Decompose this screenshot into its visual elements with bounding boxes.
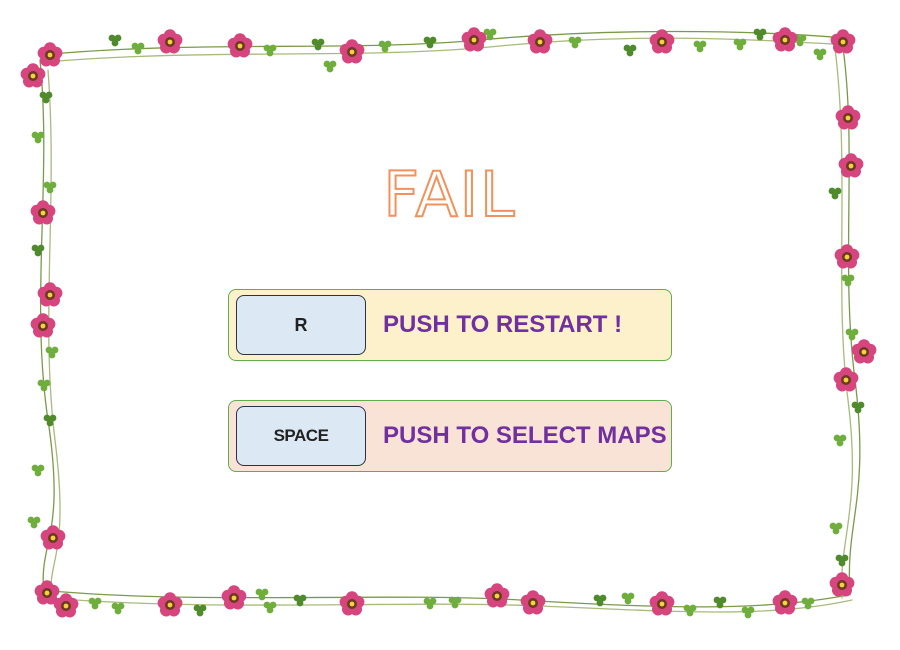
flower-icon xyxy=(772,590,798,615)
flower-icon xyxy=(227,33,253,58)
flower-icon xyxy=(37,282,63,307)
select-maps-label: PUSH TO SELECT MAPS xyxy=(383,422,667,449)
leaf-icon xyxy=(713,596,727,609)
leaf-icon xyxy=(311,38,325,51)
space-key-button[interactable]: SPACE xyxy=(236,406,366,466)
leaf-icon xyxy=(423,597,437,610)
leaf-icon xyxy=(131,42,145,55)
flower-icon xyxy=(649,29,675,54)
flower-icon xyxy=(30,313,56,338)
leaf-icon xyxy=(378,40,392,53)
leaf-icon xyxy=(845,328,859,341)
flower-icon xyxy=(157,592,183,617)
leaf-icon xyxy=(43,181,57,194)
leaf-icon xyxy=(828,187,842,200)
flower-icon xyxy=(37,42,63,67)
leaf-icon xyxy=(39,91,53,104)
leaf-icon xyxy=(753,28,767,41)
flower-icon xyxy=(520,590,546,615)
flower-icon xyxy=(40,525,66,550)
flower-icon xyxy=(834,244,860,269)
leaf-icon xyxy=(683,604,697,617)
leaf-icon xyxy=(851,401,865,414)
flower-icon xyxy=(20,63,46,88)
flower-icon xyxy=(157,29,183,54)
flower-icon xyxy=(221,585,247,610)
flower-icon xyxy=(649,591,675,616)
leaf-icon xyxy=(801,597,815,610)
leaf-icon xyxy=(593,594,607,607)
flower-icon xyxy=(838,153,864,178)
leaf-icon xyxy=(741,606,755,619)
leaf-icon xyxy=(31,244,45,257)
leaf-icon xyxy=(448,596,462,609)
leaf-icon xyxy=(813,48,827,61)
leaf-icon xyxy=(108,34,122,47)
leaf-icon xyxy=(835,554,849,567)
flower-icon xyxy=(484,583,510,608)
leaf-icon xyxy=(45,346,59,359)
r-key-button[interactable]: R xyxy=(236,295,366,355)
leaf-icon xyxy=(483,28,497,41)
leaf-icon xyxy=(43,414,57,427)
flower-icon xyxy=(339,39,365,64)
flower-icon xyxy=(851,339,877,364)
leaf-icon xyxy=(193,604,207,617)
leaf-icon xyxy=(255,588,269,601)
flower-icon xyxy=(835,105,861,130)
flower-icon xyxy=(833,367,859,392)
flower-icon xyxy=(339,591,365,616)
leaf-icon xyxy=(323,60,337,73)
leaf-icon xyxy=(31,464,45,477)
flower-icon xyxy=(34,580,60,605)
leaf-icon xyxy=(27,516,41,529)
leaf-icon xyxy=(293,594,307,607)
restart-option[interactable]: R PUSH TO RESTART ! xyxy=(228,289,672,361)
leaf-icon xyxy=(568,36,582,49)
flower-icon xyxy=(461,27,487,52)
select-maps-option[interactable]: SPACE PUSH TO SELECT MAPS xyxy=(228,400,672,472)
flower-icon xyxy=(53,593,79,618)
leaf-icon xyxy=(37,379,51,392)
flower-icon xyxy=(527,29,553,54)
leaf-icon xyxy=(623,44,637,57)
leaf-icon xyxy=(423,36,437,49)
flower-icon xyxy=(30,200,56,225)
leaf-icon xyxy=(833,434,847,447)
leaf-icon xyxy=(88,597,102,610)
restart-label: PUSH TO RESTART ! xyxy=(383,311,623,338)
leaf-icon xyxy=(263,601,277,614)
leaf-icon xyxy=(841,274,855,287)
leaf-icon xyxy=(31,131,45,144)
leaf-icon xyxy=(733,38,747,51)
leaf-icon xyxy=(829,522,843,535)
leaf-icon xyxy=(263,44,277,57)
leaf-icon xyxy=(111,602,125,615)
flower-icon xyxy=(829,572,855,597)
flower-icon xyxy=(830,29,856,54)
flower-icon xyxy=(772,27,798,52)
leaf-icon xyxy=(693,40,707,53)
leaf-icon xyxy=(621,592,635,605)
fail-title: FAIL xyxy=(382,157,517,232)
